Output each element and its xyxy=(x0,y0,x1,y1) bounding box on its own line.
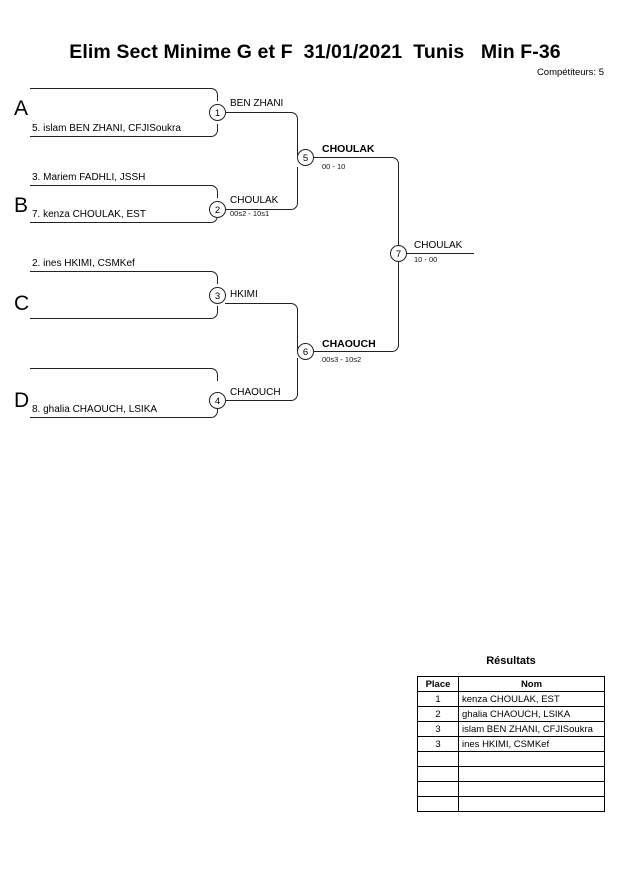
table-row xyxy=(417,796,605,812)
cell-place xyxy=(417,781,459,797)
match-out-line-3 xyxy=(225,303,298,352)
table-header-row: Place Nom xyxy=(417,676,605,692)
match-out-line-4 xyxy=(225,358,298,401)
table-row xyxy=(417,766,605,782)
group-letter-b: B xyxy=(14,194,29,217)
match-out-line-5 xyxy=(313,157,399,254)
table-row: 1 kenza CHOULAK, EST xyxy=(417,691,605,707)
match-winner-4: CHAOUCH xyxy=(230,387,281,398)
cell-place: 3 xyxy=(417,736,459,752)
cell-nom: kenza CHOULAK, EST xyxy=(458,691,605,707)
table-row xyxy=(417,781,605,797)
results-title: Résultats xyxy=(486,655,536,667)
cell-place: 1 xyxy=(417,691,459,707)
column-header-place: Place xyxy=(417,676,459,692)
group-letter-a: A xyxy=(14,97,29,120)
match-score-2: 00s2 - 10s1 xyxy=(230,209,270,218)
match-number-7[interactable]: 7 xyxy=(390,245,407,262)
column-header-nom: Nom xyxy=(458,676,605,692)
match-out-line-7 xyxy=(406,253,474,254)
match-score-4 xyxy=(230,402,232,410)
slot-line-d2 xyxy=(30,405,218,418)
cell-place xyxy=(417,751,459,767)
match-out-line-1 xyxy=(225,112,298,155)
match-number-4[interactable]: 4 xyxy=(209,392,226,409)
slot-line-b2 xyxy=(30,210,218,223)
table-row xyxy=(417,751,605,767)
match-number-2[interactable]: 2 xyxy=(209,201,226,218)
slot-label-a1 xyxy=(32,76,35,86)
slot-line-b1 xyxy=(30,185,218,198)
table-row: 3 ines HKIMI, CSMKef xyxy=(417,736,605,752)
match-number-5[interactable]: 5 xyxy=(297,149,314,166)
match-winner-3: HKIMI xyxy=(230,289,258,300)
slot-line-d1 xyxy=(30,368,218,381)
cell-nom xyxy=(458,796,605,812)
match-winner-1: BEN ZHANI xyxy=(230,98,284,109)
cell-nom xyxy=(458,781,605,797)
slot-line-a2 xyxy=(30,124,218,137)
slot-line-a1 xyxy=(30,88,218,101)
group-letter-d: D xyxy=(14,389,30,412)
cell-nom: ines HKIMI, CSMKef xyxy=(458,736,605,752)
cell-nom xyxy=(458,766,605,782)
slot-line-c1 xyxy=(30,271,218,284)
slot-label-d1 xyxy=(32,356,35,366)
group-letter-c: C xyxy=(14,292,30,315)
match-number-6[interactable]: 6 xyxy=(297,343,314,360)
match-number-1[interactable]: 1 xyxy=(209,104,226,121)
cell-place xyxy=(417,796,459,812)
match-winner-6: CHAOUCH xyxy=(322,338,376,350)
slot-label-b1: 3. Mariem FADHLI, JSSH xyxy=(32,172,146,183)
match-score-7: 10 - 00 xyxy=(414,255,438,264)
cell-place xyxy=(417,766,459,782)
competitors-count: Compétiteurs: 5 xyxy=(536,67,604,78)
match-score-6: 00s3 - 10s2 xyxy=(322,355,362,364)
match-winner-5: CHOULAK xyxy=(322,143,375,155)
slot-label-c1: 2. ines HKIMI, CSMKef xyxy=(32,258,135,269)
table-row: 3 islam BEN ZHANI, CFJISoukra xyxy=(417,721,605,737)
slot-line-c2 xyxy=(30,306,218,319)
match-winner-7: CHOULAK xyxy=(414,240,463,251)
page-title: Elim Sect Minime G et F 31/01/2021 Tunis… xyxy=(69,41,561,63)
table-row: 2 ghalia CHAOUCH, LSIKA xyxy=(417,706,605,722)
cell-place: 2 xyxy=(417,706,459,722)
match-out-line-6 xyxy=(313,255,399,352)
match-out-line-2 xyxy=(225,167,298,210)
match-winner-2: CHOULAK xyxy=(230,195,279,206)
cell-nom xyxy=(458,751,605,767)
cell-place: 3 xyxy=(417,721,459,737)
results-table: Place Nom 1 kenza CHOULAK, EST 2 ghalia … xyxy=(417,676,605,812)
match-score-5: 00 - 10 xyxy=(322,162,346,171)
cell-nom: ghalia CHAOUCH, LSIKA xyxy=(458,706,605,722)
match-number-3[interactable]: 3 xyxy=(209,287,226,304)
cell-nom: islam BEN ZHANI, CFJISoukra xyxy=(458,721,605,737)
